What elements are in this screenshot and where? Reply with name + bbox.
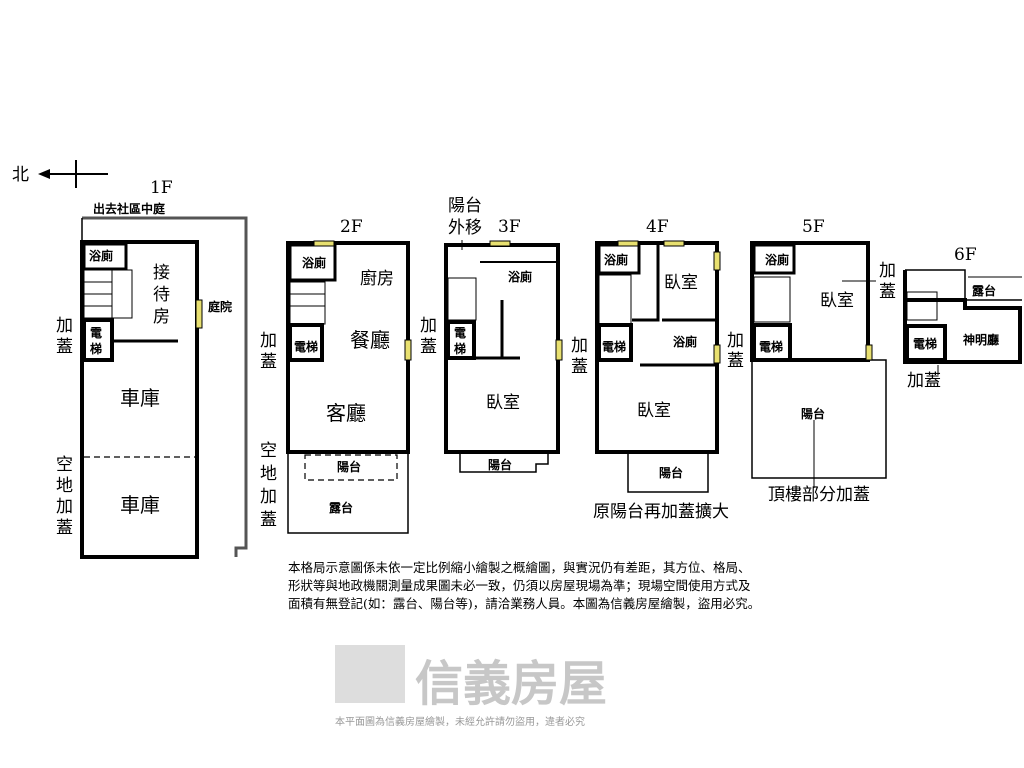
room-kitchen: 廚房 xyxy=(360,268,394,289)
label-vacant-addon-left-4: 蓋 xyxy=(56,518,73,538)
room-elevator: 電 xyxy=(454,326,466,340)
floor-3f xyxy=(444,240,563,473)
label-rooftop-addon: 頂樓部分加蓋 xyxy=(768,485,870,505)
room-reception-3: 房 xyxy=(153,307,170,327)
room-bath: 浴廁 xyxy=(604,252,628,267)
room-elevator: 電梯 xyxy=(913,336,937,351)
label-vacant-addon-right-2: 地 xyxy=(260,464,277,484)
room-shrine: 神明廳 xyxy=(963,332,999,347)
label-addon: 加蓋 xyxy=(907,371,941,391)
floor-5f xyxy=(750,241,887,488)
label-balcony-moved: 陽台 xyxy=(448,196,482,216)
room-elevator: 電梯 xyxy=(602,339,626,354)
floor-4f xyxy=(595,240,721,493)
room-balcony: 陽台 xyxy=(801,406,825,421)
room-bath: 浴廁 xyxy=(89,248,113,263)
label-vacant-addon-right-4: 蓋 xyxy=(260,510,277,530)
label-addon-2: 蓋 xyxy=(571,357,588,377)
room-balcony: 陽台 xyxy=(337,459,361,474)
label-vacant-addon-left-3: 加 xyxy=(56,497,73,517)
label-addon-2: 蓋 xyxy=(420,337,437,357)
room-elevator-2: 梯 xyxy=(90,341,102,356)
room-balcony: 陽台 xyxy=(488,457,512,472)
label-vacant-addon-right: 空 xyxy=(260,441,277,461)
floor-title-4f: 4F xyxy=(646,217,669,237)
label-addon: 加 xyxy=(571,336,588,356)
room-reception-2: 待 xyxy=(153,285,170,305)
window-icon xyxy=(489,240,511,247)
label-vacant-addon-left: 空 xyxy=(56,455,73,475)
label-balcony-expanded: 原陽台再加蓋擴大 xyxy=(593,502,729,522)
window-icon xyxy=(713,344,721,364)
label-addon: 加 xyxy=(879,261,896,281)
window-icon xyxy=(555,339,563,361)
room-garage-2: 車庫 xyxy=(120,493,160,517)
label-addon: 加 xyxy=(56,316,73,336)
room-bedroom: 臥室 xyxy=(664,273,698,293)
label-vacant-addon-right-3: 加 xyxy=(260,487,277,507)
room-garage: 車庫 xyxy=(120,386,160,410)
room-bath: 浴廁 xyxy=(508,269,532,284)
window-icon xyxy=(865,344,873,361)
label-vacant-addon-left-2: 地 xyxy=(56,476,73,496)
label-addon-left: 加 xyxy=(727,331,744,351)
label-addon: 加 xyxy=(260,331,277,351)
window-icon xyxy=(617,240,639,247)
north-arrow-icon xyxy=(38,160,108,188)
room-bedroom: 臥室 xyxy=(486,393,520,413)
floor-1f xyxy=(80,216,248,559)
label-addon-2: 蓋 xyxy=(260,352,277,372)
room-elevator-2: 梯 xyxy=(454,341,466,356)
window-icon xyxy=(195,299,203,329)
watermark-brand: 信義房屋 xyxy=(415,656,607,712)
label-addon-2: 蓋 xyxy=(56,337,73,357)
floor-2f xyxy=(286,240,412,534)
label-addon-left-2: 蓋 xyxy=(727,351,744,371)
room-bath: 浴廁 xyxy=(302,255,326,270)
floor-title-1f: 1F xyxy=(150,178,173,198)
room-terrace: 露台 xyxy=(329,500,353,515)
window-icon xyxy=(404,339,412,361)
watermark-text: 本平面圖為信義房屋繪製，未經允許請勿盜用，違者必究 xyxy=(335,715,585,728)
label-courtyard: 庭院 xyxy=(208,299,232,314)
north-label: 北 xyxy=(12,165,29,185)
label-exit-courtyard: 出去社區中庭 xyxy=(93,201,165,216)
disclaimer-line-2: 形狀等與地政機關測量成果圖未必一致，仍須以房屋現場為準；現場空間使用方式及 xyxy=(288,578,751,593)
room-bath-2: 浴廁 xyxy=(673,334,697,349)
disclaimer-line-1: 本格局示意圖係未依一定比例縮小繪製之概繪圖，與實況仍有差距，其方位、格局、 xyxy=(288,560,751,575)
floor-title-5f: 5F xyxy=(802,217,825,237)
window-icon xyxy=(713,251,721,271)
watermark: 信義房屋 本平面圖為信義房屋繪製，未經允許請勿盜用，違者必究 xyxy=(335,645,607,728)
room-living: 客廳 xyxy=(326,401,366,425)
floor-title-2f: 2F xyxy=(340,217,363,237)
window-icon xyxy=(313,240,335,247)
room-bedroom: 臥室 xyxy=(820,291,854,311)
disclaimer-line-3: 面積有無登記(如：露台、陽台等)，請洽業務人員。本圖為信義房屋繪製，盜用必究。 xyxy=(288,596,761,611)
floor-title-6f: 6F xyxy=(954,245,977,265)
room-balcony: 陽台 xyxy=(659,465,683,480)
room-bedroom-2: 臥室 xyxy=(637,401,671,421)
room-dining: 餐廳 xyxy=(350,328,390,352)
label-balcony-moved-2: 外移 xyxy=(448,218,482,238)
window-icon xyxy=(663,240,685,247)
room-terrace: 露台 xyxy=(972,283,996,298)
room-bath: 浴廁 xyxy=(765,252,789,267)
room-elevator: 電 xyxy=(90,326,102,340)
floor-6f xyxy=(903,269,1022,375)
watermark-logo-icon xyxy=(335,645,405,703)
room-elevator: 電梯 xyxy=(759,339,783,354)
room-reception: 接 xyxy=(153,263,170,283)
label-addon: 加 xyxy=(420,316,437,336)
floor-title-3f: 3F xyxy=(498,217,521,237)
room-elevator: 電梯 xyxy=(294,339,318,354)
label-addon-2: 蓋 xyxy=(879,282,896,302)
